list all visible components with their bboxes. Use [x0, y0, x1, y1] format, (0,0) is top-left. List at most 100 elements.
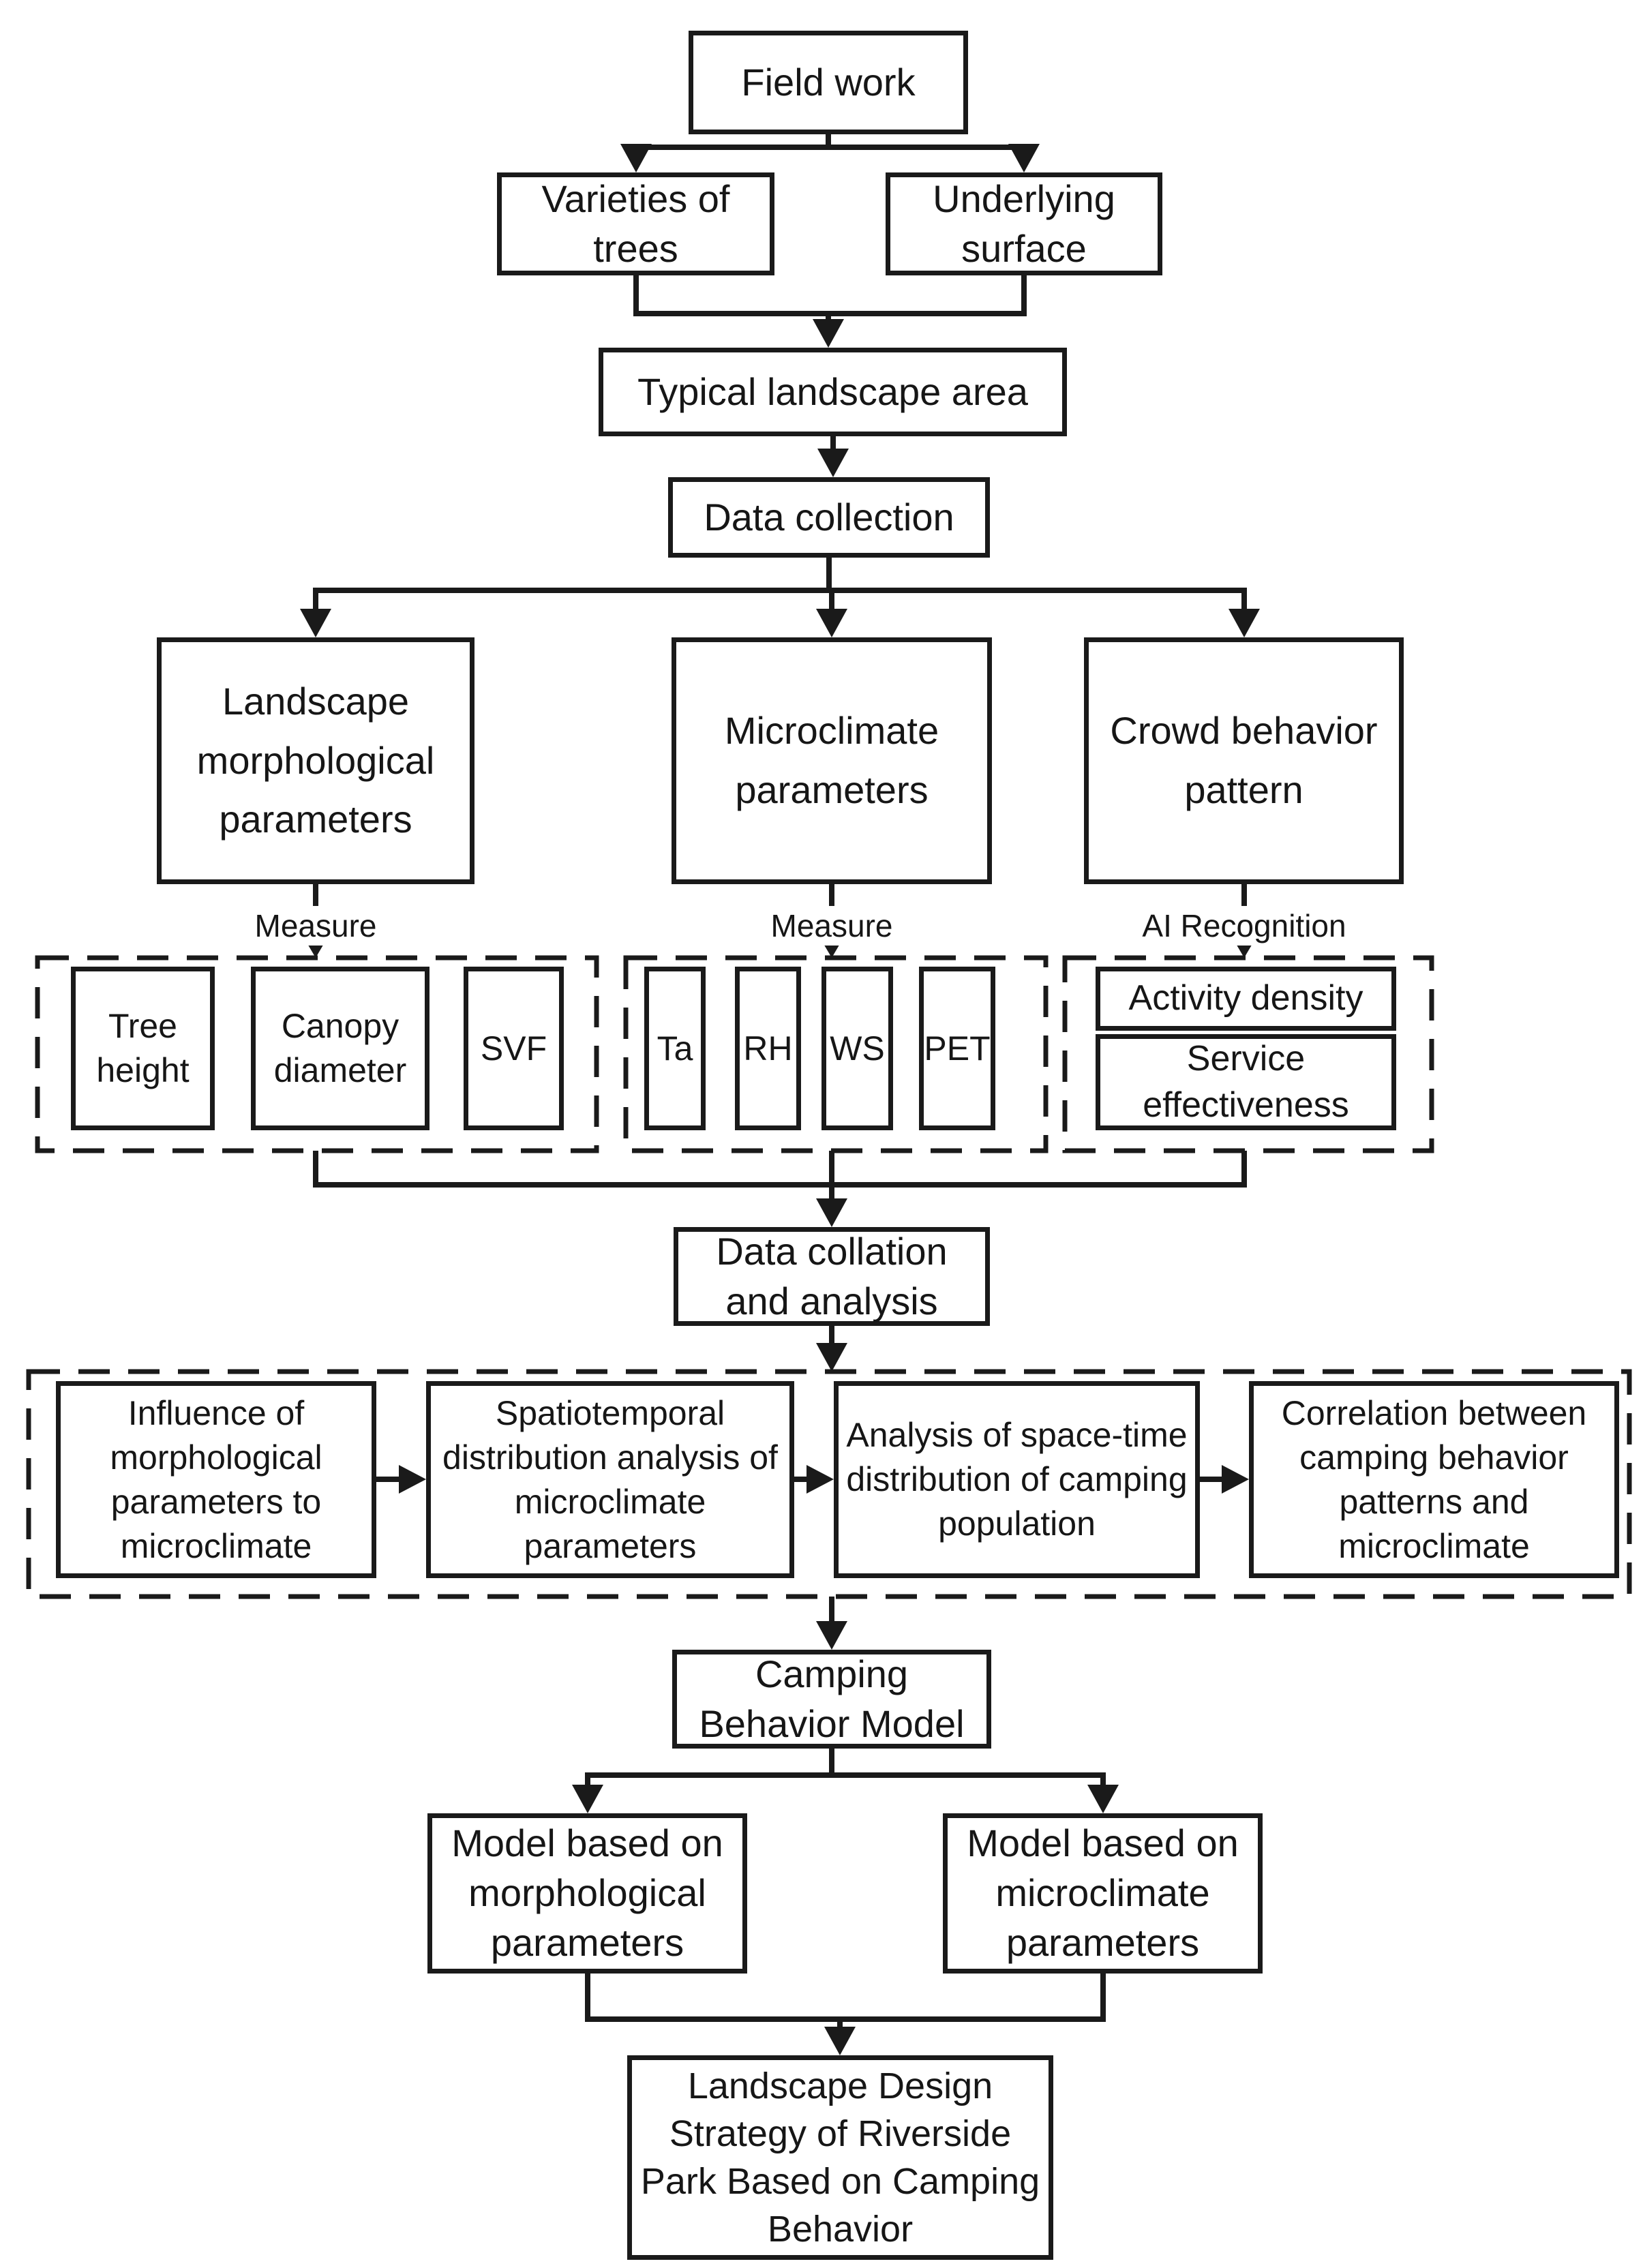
node-pet: PET	[919, 967, 995, 1130]
node-model-microclimate: Model based on microclimate parameters	[943, 1813, 1263, 1974]
flow-line	[313, 588, 1247, 593]
node-varieties-of-trees: Varieties of trees	[497, 172, 774, 275]
node-label: Activity density	[1128, 978, 1363, 1018]
node-label: Landscape Design Strategy of Riverside P…	[640, 2065, 1040, 2250]
node-label: Influence of morphological parameters to…	[110, 1393, 322, 1565]
flow-line	[826, 558, 832, 590]
node-label: Canopy diameter	[273, 1007, 407, 1089]
flow-line	[585, 2016, 1106, 2022]
flow-line	[830, 436, 836, 457]
flow-line	[1100, 1974, 1106, 2022]
node-label: Service effectiveness	[1143, 1038, 1349, 1125]
node-label: Microclimate parameters	[724, 709, 939, 811]
node-label: Data collation and analysis	[716, 1229, 948, 1322]
flow-line	[1200, 1477, 1227, 1482]
node-activity-density: Activity density	[1096, 967, 1396, 1031]
node-typical-landscape-area: Typical landscape area	[599, 348, 1067, 436]
node-label: Analysis of space-time distribution of c…	[846, 1416, 1188, 1543]
arrow-down-icon	[824, 2027, 856, 2055]
node-label: Crowd behavior pattern	[1110, 709, 1378, 811]
flow-line	[826, 134, 831, 150]
node-ta: Ta	[644, 967, 706, 1130]
node-rh: RH	[735, 967, 801, 1130]
flow-line	[313, 1182, 1247, 1188]
flow-line	[1241, 590, 1247, 620]
node-canopy-diameter: Canopy diameter	[251, 967, 429, 1130]
node-label: Underlying surface	[933, 177, 1115, 270]
node-label: Tree height	[96, 1007, 190, 1089]
node-label: Camping Behavior Model	[699, 1652, 965, 1745]
arrow-down-icon	[817, 449, 849, 477]
node-label: Model based on morphological parameters	[451, 1821, 723, 1964]
node-label: RH	[743, 1029, 793, 1068]
node-data-collation-and-analysis: Data collation and analysis	[674, 1227, 990, 1326]
flow-line	[585, 1974, 590, 2022]
flow-line	[1241, 884, 1247, 918]
arrow-right-icon	[399, 1465, 426, 1494]
arrow-right-icon	[1222, 1465, 1249, 1494]
node-label: Correlation between camping behavior pat…	[1281, 1393, 1587, 1565]
node-service-effectiveness: Service effectiveness	[1096, 1034, 1396, 1130]
flow-line	[829, 590, 834, 620]
node-label: SVF	[480, 1029, 547, 1068]
arrow-down-icon	[813, 319, 844, 348]
flow-line	[1241, 1151, 1247, 1188]
arrow-down-icon	[1008, 144, 1040, 172]
node-influence-of-morphological: Influence of morphological parameters to…	[56, 1381, 376, 1578]
flow-line	[829, 1597, 834, 1627]
flow-line	[826, 311, 831, 326]
node-label: Ta	[657, 1029, 693, 1068]
arrow-down-icon	[572, 1785, 603, 1813]
node-label: Field work	[741, 60, 916, 104]
node-svf: SVF	[464, 967, 564, 1130]
node-label: Spatiotemporal distribution analysis of …	[442, 1393, 778, 1565]
node-ws: WS	[822, 967, 893, 1130]
arrow-down-icon	[1229, 609, 1260, 637]
node-label: WS	[830, 1029, 885, 1068]
flow-line	[313, 1151, 318, 1188]
flow-line	[313, 884, 318, 918]
node-tree-height: Tree height	[71, 967, 215, 1130]
node-label: Landscape morphological parameters	[196, 679, 435, 841]
flow-line	[376, 1477, 404, 1482]
node-label: Data collection	[704, 495, 954, 539]
node-landscape-morphological-parameters: Landscape morphological parameters	[157, 637, 474, 884]
flow-line	[1100, 1775, 1106, 1793]
node-landscape-design-strategy: Landscape Design Strategy of Riverside P…	[627, 2055, 1053, 2260]
arrow-down-icon	[816, 1621, 847, 1650]
flow-line	[633, 275, 639, 316]
node-underlying-surface: Underlying surface	[886, 172, 1162, 275]
node-label: PET	[924, 1029, 991, 1068]
node-camping-behavior-model: Camping Behavior Model	[672, 1650, 991, 1749]
flow-line	[829, 1326, 834, 1350]
node-correlation-camping-microclimate: Correlation between camping behavior pat…	[1249, 1381, 1619, 1578]
edge-label-measure: Measure	[761, 906, 903, 946]
edge-label-measure: Measure	[245, 906, 387, 946]
flow-line	[837, 2016, 843, 2035]
node-model-morphological: Model based on morphological parameters	[427, 1813, 747, 1974]
arrow-down-icon	[1087, 1785, 1119, 1813]
flow-line	[794, 1477, 815, 1482]
edge-label-ai-recognition: AI Recognition	[1132, 906, 1356, 946]
flow-line	[585, 1772, 1106, 1778]
node-microclimate-parameters: Microclimate parameters	[672, 637, 992, 884]
node-label: Varieties of trees	[541, 177, 730, 270]
node-analysis-space-time: Analysis of space-time distribution of c…	[834, 1381, 1200, 1578]
arrow-down-icon	[816, 1343, 847, 1372]
arrow-down-icon	[300, 609, 331, 637]
arrow-down-icon	[620, 144, 652, 172]
flow-line	[829, 1151, 834, 1207]
node-data-collection: Data collection	[668, 477, 990, 558]
flow-line	[1021, 275, 1027, 316]
node-spatiotemporal-distribution: Spatiotemporal distribution analysis of …	[426, 1381, 794, 1578]
arrow-down-icon	[816, 609, 847, 637]
flow-line	[829, 1749, 834, 1778]
node-label: Typical landscape area	[637, 369, 1028, 413]
flow-line	[313, 590, 318, 620]
flow-line	[585, 1775, 590, 1793]
node-crowd-behavior-pattern: Crowd behavior pattern	[1084, 637, 1404, 884]
node-label: Model based on microclimate parameters	[967, 1821, 1239, 1964]
node-field-work: Field work	[689, 31, 968, 134]
